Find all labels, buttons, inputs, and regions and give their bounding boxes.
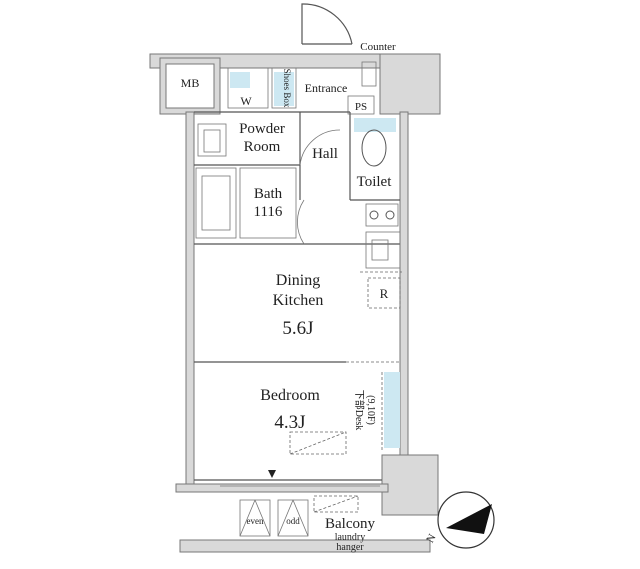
bath-size-label: 1116 bbox=[254, 204, 283, 220]
laundry-label-1: laundry bbox=[335, 532, 366, 543]
bedroom-area-label: 4.3J bbox=[274, 412, 305, 433]
entrance-door bbox=[301, 3, 353, 45]
balcony-label: Balcony bbox=[325, 516, 375, 532]
powder-room-label-2: Room bbox=[244, 139, 281, 155]
interior-walls bbox=[194, 67, 402, 487]
toilet-label: Toilet bbox=[357, 174, 393, 190]
dining-label: Dining bbox=[276, 272, 320, 289]
counter-box bbox=[361, 61, 377, 87]
even-label: even bbox=[247, 516, 264, 526]
kitchen-label: Kitchen bbox=[273, 292, 324, 309]
desk-label-2: (9,10F) bbox=[365, 395, 376, 425]
refrigerator-label: R bbox=[380, 286, 389, 301]
counter-label: Counter bbox=[360, 41, 396, 53]
desk-label-1: 下部Desk bbox=[353, 390, 366, 431]
bedroom-label: Bedroom bbox=[260, 387, 320, 404]
entrance-label: Entrance bbox=[305, 81, 348, 95]
shoes-box-label: Shoes Box bbox=[282, 69, 292, 108]
mb-label: MB bbox=[181, 76, 200, 90]
bath-label: Bath bbox=[254, 186, 283, 202]
balcony-items bbox=[239, 495, 359, 537]
north-compass bbox=[437, 491, 495, 549]
dk-area-label: 5.6J bbox=[282, 318, 313, 339]
powder-room-label-1: Powder bbox=[239, 121, 285, 137]
odd-label: odd bbox=[286, 516, 300, 526]
hall-label: Hall bbox=[312, 146, 338, 162]
ps-label: PS bbox=[355, 101, 367, 113]
laundry-label-2: hanger bbox=[336, 542, 364, 553]
washer-label: W bbox=[240, 94, 252, 108]
outer-walls bbox=[149, 53, 441, 553]
